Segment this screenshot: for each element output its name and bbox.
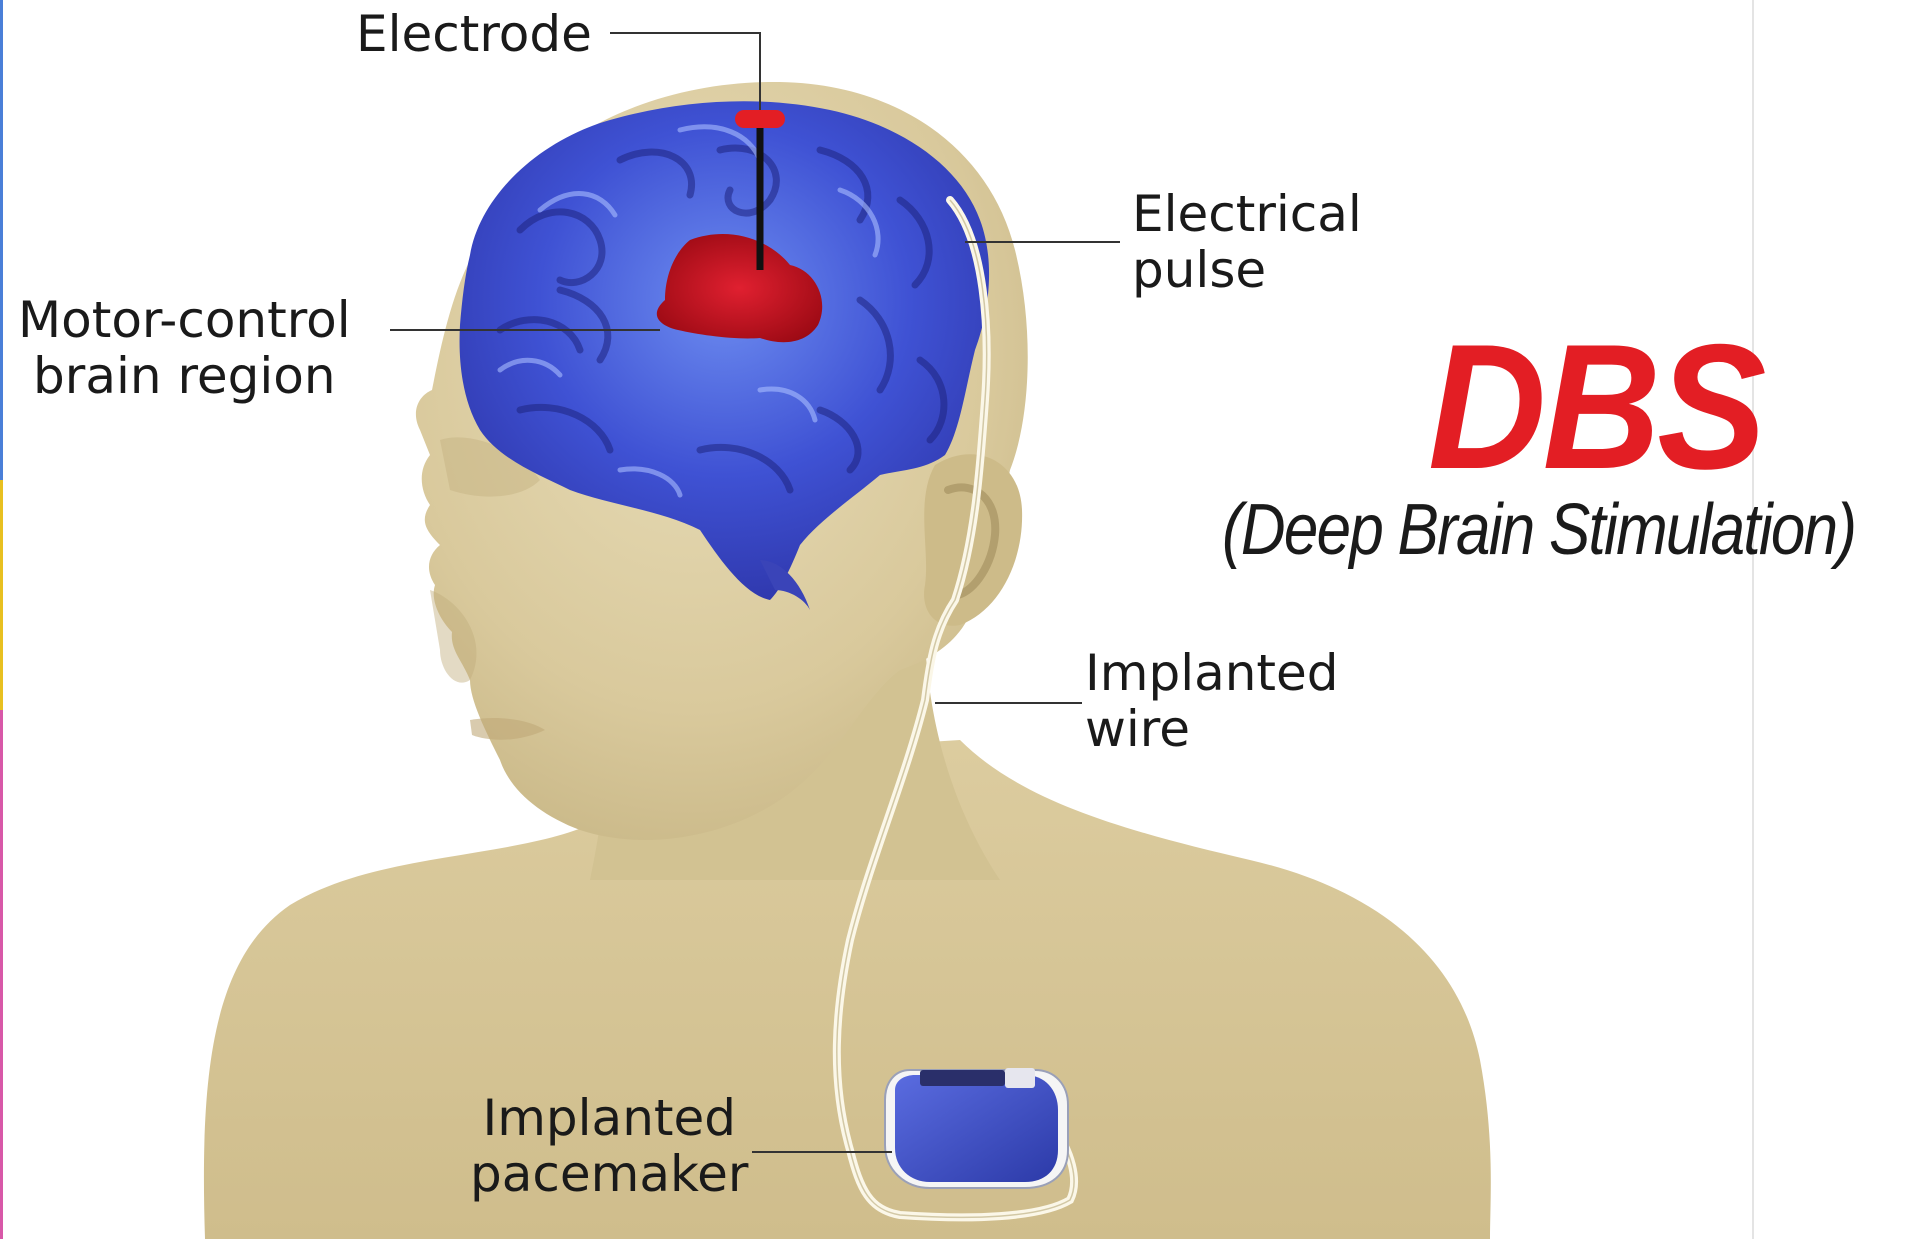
dbs-title: DBS bbox=[1428, 318, 1763, 496]
motor-control-label: Motor-control brain region bbox=[18, 292, 351, 404]
implanted-wire-line-1: Implanted bbox=[1085, 645, 1339, 701]
implanted-wire-label: Implanted wire bbox=[1085, 645, 1339, 757]
electrode-icon bbox=[735, 110, 785, 128]
pacemaker-icon bbox=[885, 1068, 1068, 1188]
implanted-pacemaker-label: Implanted pacemaker bbox=[470, 1090, 748, 1202]
electrode-label: Electrode bbox=[356, 6, 592, 62]
electrical-pulse-line-1: Electrical bbox=[1132, 186, 1362, 242]
implanted-pacemaker-line-1: Implanted bbox=[470, 1090, 748, 1146]
implanted-wire-line-2: wire bbox=[1085, 701, 1339, 757]
motor-control-line-1: Motor-control bbox=[18, 292, 351, 348]
dbs-subtitle: (Deep Brain Stimulation) bbox=[1222, 490, 1855, 570]
motor-control-line-2: brain region bbox=[18, 348, 351, 404]
implanted-pacemaker-line-2: pacemaker bbox=[470, 1146, 748, 1202]
electrical-pulse-line-2: pulse bbox=[1132, 242, 1362, 298]
electrical-pulse-label: Electrical pulse bbox=[1132, 186, 1362, 298]
